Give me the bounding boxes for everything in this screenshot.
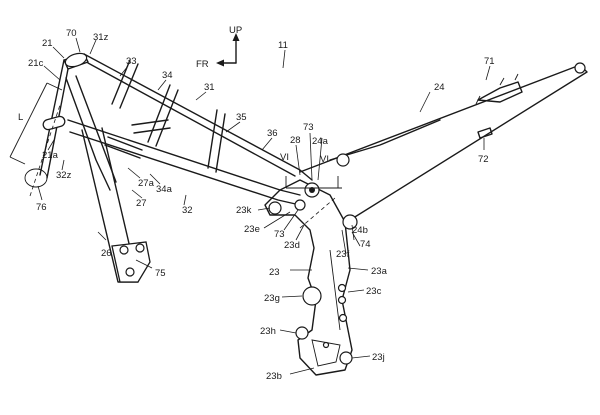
label-33: 33 xyxy=(126,56,137,67)
label-23f: 23f xyxy=(336,249,350,260)
label-73-bottom: 73 xyxy=(274,229,285,240)
section-mark-right: VI xyxy=(320,154,329,165)
dimension-l: L xyxy=(9,82,63,165)
label-23k: 23k xyxy=(236,205,252,216)
label-70: 70 xyxy=(66,28,77,39)
label-76: 76 xyxy=(36,202,47,213)
label-23j: 23j xyxy=(372,352,385,363)
label-23d: 23d xyxy=(284,240,300,251)
label-28: 28 xyxy=(290,135,301,146)
label-21a: 21a xyxy=(42,150,59,161)
label-11: 11 xyxy=(278,40,288,51)
up-label: UP xyxy=(229,25,242,36)
section-line-vi: VI VI xyxy=(280,152,342,189)
leader-lines xyxy=(37,37,491,375)
label-34: 34 xyxy=(162,70,173,81)
label-23g: 23g xyxy=(264,293,280,304)
label-72: 72 xyxy=(478,154,489,165)
label-23c: 23c xyxy=(366,286,382,297)
label-24b: 24b xyxy=(352,225,368,236)
head-pipe xyxy=(24,52,89,188)
label-23e: 23e xyxy=(244,224,260,235)
seat-rail xyxy=(299,62,588,221)
label-24: 24 xyxy=(434,82,445,93)
label-26: 26 xyxy=(101,248,112,259)
label-31z: 31z xyxy=(93,32,109,43)
label-71: 71 xyxy=(484,56,495,67)
hidden-line xyxy=(299,197,336,229)
pivot-plate xyxy=(264,179,358,376)
label-27: 27 xyxy=(136,198,147,209)
label-35: 35 xyxy=(236,112,247,123)
label-32: 32 xyxy=(182,205,193,216)
label-21: 21 xyxy=(42,38,53,49)
label-21c: 21c xyxy=(28,58,44,69)
axis-line xyxy=(29,104,61,197)
label-75: 75 xyxy=(155,268,166,279)
down-tube xyxy=(81,127,151,283)
label-34a: 34a xyxy=(156,184,173,195)
label-23h: 23h xyxy=(260,326,276,337)
label-74: 74 xyxy=(360,239,371,250)
dimension-l-label: L xyxy=(18,112,23,123)
section-mark-left: VI xyxy=(280,152,289,163)
fr-label: FR xyxy=(196,59,209,70)
label-32z: 32z xyxy=(56,170,72,181)
label-24a: 24a xyxy=(312,136,329,147)
label-36: 36 xyxy=(267,128,278,139)
label-27a: 27a xyxy=(138,178,155,189)
label-23b: 23b xyxy=(266,371,282,382)
orientation-arrows: UP FR xyxy=(196,25,242,70)
label-73-top: 73 xyxy=(303,122,314,133)
label-31: 31 xyxy=(204,82,215,93)
label-23a: 23a xyxy=(371,266,388,277)
label-23: 23 xyxy=(269,267,280,278)
reference-numerals: 11 21 70 31z 21c 33 34 31 35 36 28 73 24… xyxy=(28,28,495,382)
